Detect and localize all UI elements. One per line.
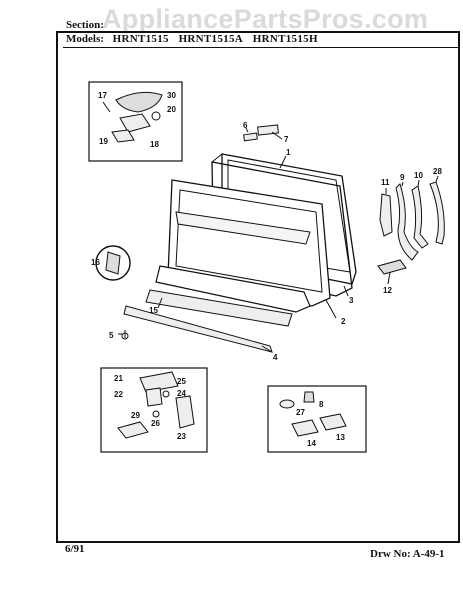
callout-3: 3: [349, 296, 354, 305]
part-8-plug: [303, 391, 315, 403]
leader-line: [157, 297, 163, 309]
callout-29: 29: [131, 411, 140, 420]
part-23-bracket: [175, 395, 195, 429]
model-number: HRNT1515: [112, 33, 169, 45]
part-11-hinge: [379, 193, 393, 237]
callout-13: 13: [336, 433, 345, 442]
callout-19: 19: [99, 137, 108, 146]
part-16-detail-piece: [105, 251, 121, 275]
part-20-washer: [151, 111, 161, 121]
part-21-hinge: [139, 371, 179, 393]
leader-line: [261, 345, 273, 353]
leader-line: [435, 175, 439, 183]
diagram-frame: [56, 31, 460, 543]
callout-11: 11: [381, 178, 390, 187]
part-2-bin: [155, 265, 311, 313]
inset-box-hinge-assembly: [100, 367, 208, 453]
callout-22: 22: [114, 390, 123, 399]
inset-box-lower-parts: [267, 385, 367, 453]
door-edge-line: [211, 153, 223, 163]
callout-10: 10: [414, 171, 423, 180]
section-header: Section:: [66, 19, 104, 31]
callout-2: 2: [341, 317, 346, 326]
footer-drawing-number: Drw No: A-49-1: [370, 548, 445, 560]
inset-box-hinge-cover: [88, 81, 183, 162]
models-label: Models:: [66, 33, 104, 45]
callout-18: 18: [150, 140, 159, 149]
part-26-washer: [152, 410, 160, 418]
callout-21: 21: [114, 374, 123, 383]
callout-23: 23: [177, 432, 186, 441]
part-16-detail-circle: [95, 245, 131, 281]
model-number: HRNT1515H: [252, 33, 318, 45]
part-15-rail: [145, 289, 293, 327]
watermark: AppliancePartsPros.com: [102, 4, 429, 34]
callout-27: 27: [296, 408, 305, 417]
callout-25: 25: [177, 377, 186, 386]
leader-line: [325, 299, 337, 319]
header-divider: [63, 47, 458, 48]
part-18-bracket: [119, 113, 151, 133]
part-24-washer: [162, 390, 170, 398]
leader-line: [245, 127, 249, 133]
part-13-clip: [319, 413, 347, 431]
callout-20: 20: [167, 105, 176, 114]
callout-26: 26: [151, 419, 160, 428]
part-30-cover: [115, 91, 163, 113]
callout-6: 6: [243, 121, 248, 130]
callout-5: 5: [109, 331, 114, 340]
leader-line: [401, 181, 404, 187]
leader-line: [343, 285, 349, 297]
callout-15: 15: [149, 306, 158, 315]
callout-28: 28: [433, 167, 442, 176]
callout-30: 30: [167, 91, 176, 100]
part-14-clip: [291, 419, 319, 437]
callout-24: 24: [177, 389, 186, 398]
callout-8: 8: [319, 400, 324, 409]
callout-labels: 1 2 3 4 5 6 7 8 9 10 11 12 13 14 15 16 1…: [91, 91, 442, 448]
part-10-bar: [411, 185, 429, 249]
callout-17: 17: [98, 91, 107, 100]
part-12-bracket: [377, 259, 407, 275]
leader-line: [279, 155, 287, 169]
part-5-screw-head: [121, 332, 129, 340]
callout-1: 1: [286, 148, 291, 157]
models-header: Models: HRNT1515 HRNT1515A HRNT1515H: [66, 33, 325, 45]
footer-date: 6/91: [65, 543, 85, 555]
part-26-strip: [429, 181, 445, 245]
leader-line: [271, 131, 283, 140]
part-19-pad: [111, 129, 135, 143]
part-29-plate: [117, 421, 149, 439]
model-number: HRNT1515A: [178, 33, 244, 45]
part-2-shelf: [175, 211, 311, 245]
part-9-bar: [395, 183, 419, 261]
part-6-plug: [243, 132, 258, 142]
callout-9: 9: [400, 173, 405, 182]
leader-line: [387, 271, 391, 285]
callout-12: 12: [383, 286, 392, 295]
part-22-plate: [145, 387, 163, 407]
part-2-liner-inner: [175, 189, 323, 293]
callout-14: 14: [307, 439, 316, 448]
leader-line: [417, 179, 420, 187]
section-label: Section:: [66, 19, 104, 31]
callout-16: 16: [91, 258, 100, 267]
callout-4: 4: [273, 353, 278, 362]
part-27-cap: [279, 399, 295, 409]
part-17-screw: [102, 101, 111, 113]
part-7-plug: [257, 124, 279, 136]
callout-7: 7: [284, 135, 289, 144]
